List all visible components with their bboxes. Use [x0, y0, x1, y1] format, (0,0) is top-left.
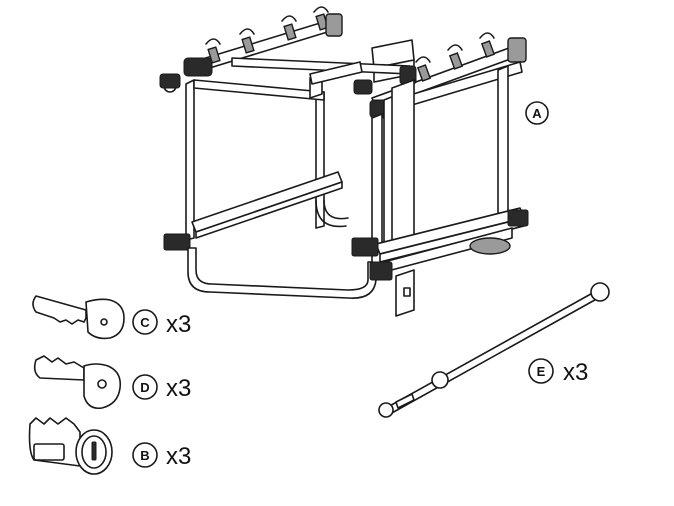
callout-b-quantity: x3 [166, 443, 191, 470]
callout-e-quantity: x3 [563, 359, 588, 386]
callout-e-letter: E [537, 364, 546, 379]
callout-b: B x3 [132, 442, 191, 470]
callout-c-quantity: x3 [166, 311, 191, 338]
callout-d-letter: D [140, 380, 149, 395]
callout-d: D x3 [132, 374, 191, 402]
lock-cylinder-b-icon [28, 417, 113, 475]
callout-c: C x3 [132, 309, 191, 338]
key-c-icon [32, 295, 125, 340]
callout-d-quantity: x3 [166, 375, 191, 402]
callout-c-letter: C [140, 315, 150, 330]
callout-e: E x3 [528, 358, 588, 386]
key-d-icon [33, 355, 122, 410]
rack-frame [159, 6, 529, 317]
callout-a-letter: A [532, 106, 542, 121]
rod-e-icon [378, 282, 610, 418]
callout-a: A [525, 101, 549, 125]
callout-b-letter: B [140, 448, 149, 463]
